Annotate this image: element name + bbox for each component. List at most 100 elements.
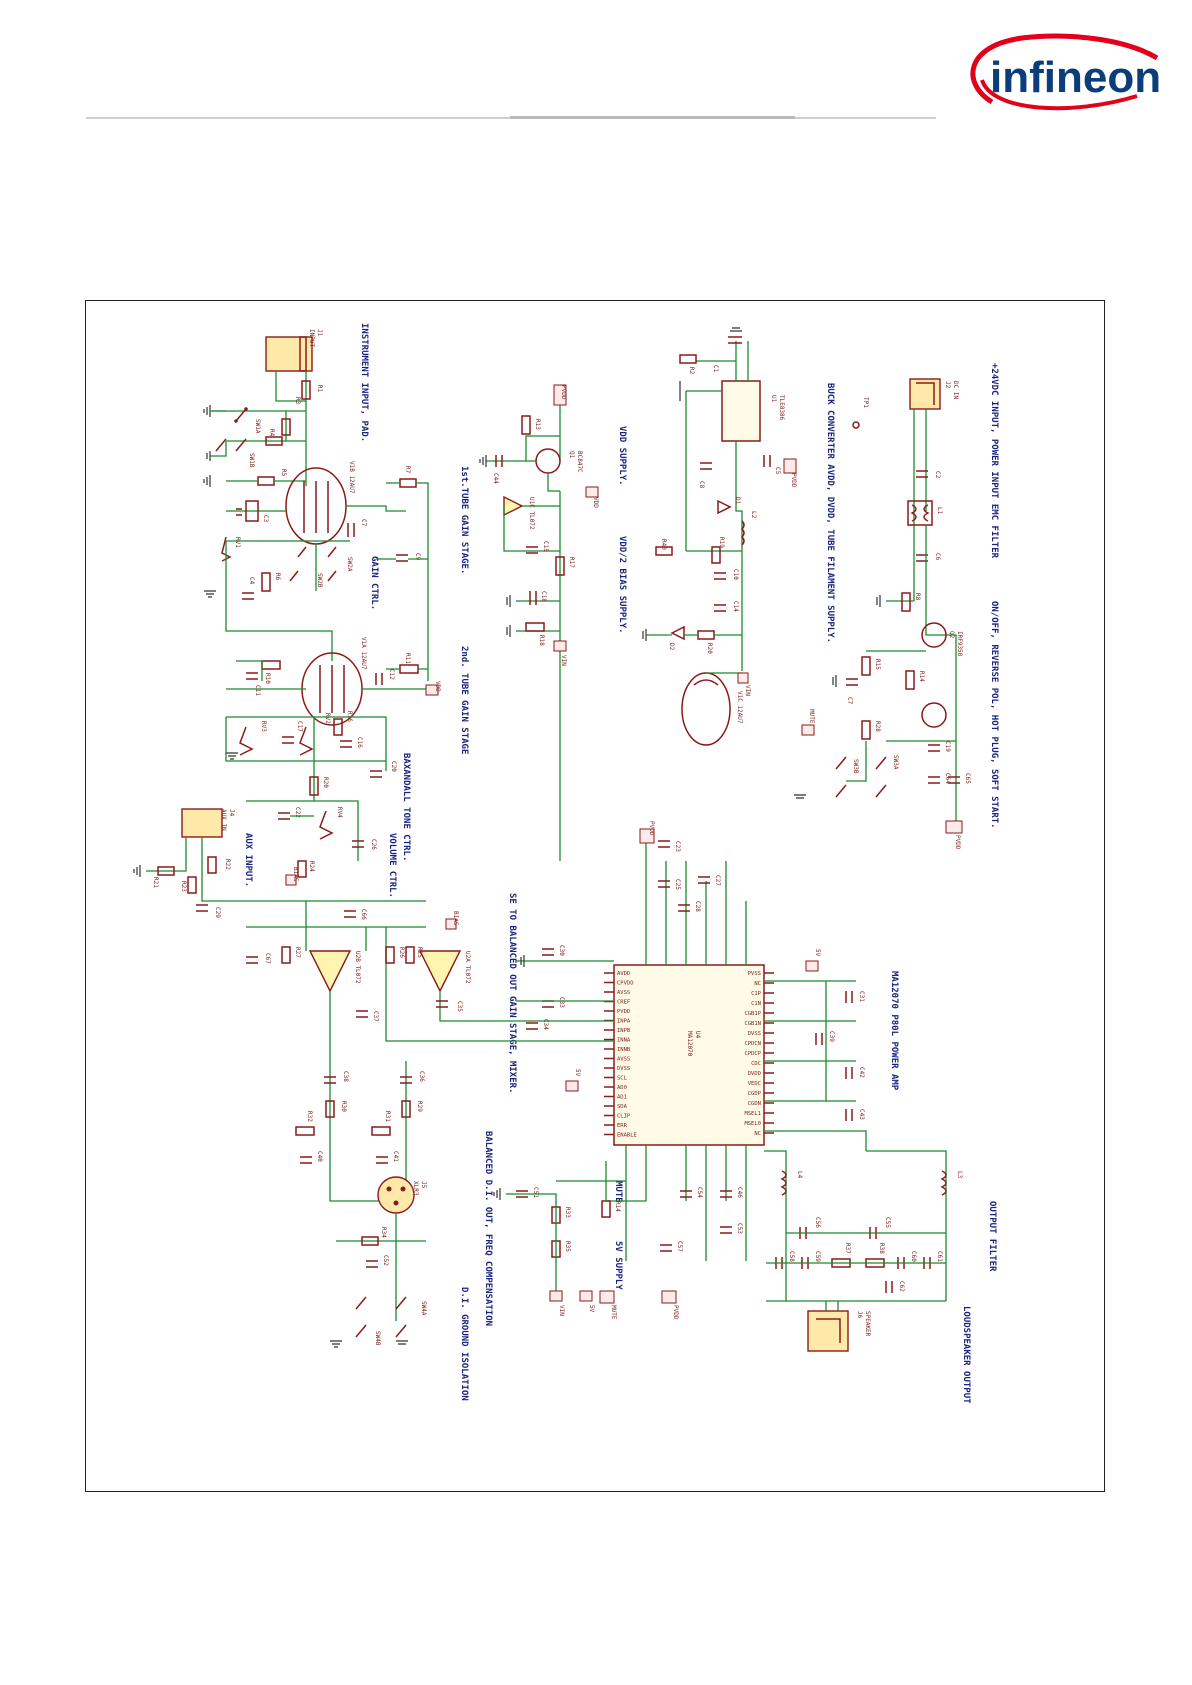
c40-label: C40 — [316, 1151, 323, 1162]
label-power-in: +24VDC INPUT, POWER INPUT EMC FILTER — [989, 363, 999, 559]
c20-label: C20 — [390, 761, 397, 772]
r14-label: R14 — [918, 671, 925, 682]
l1-label: L1 — [936, 507, 943, 515]
ic-pin-label-right: CGB1N — [744, 1021, 761, 1027]
ic-pin-label-left: AVSS — [617, 990, 630, 996]
ic-pin-label-right: CGB1P — [744, 1011, 761, 1017]
c33-label: C33 — [558, 997, 565, 1008]
r5-label: R5 — [280, 469, 287, 477]
tube-filament-v1c — [681, 672, 731, 746]
u1-label: U1 — [770, 395, 777, 403]
mosfet-q2-a — [921, 622, 947, 648]
ic-pin-label-right: C1P — [751, 991, 762, 997]
c57-label: C57 — [676, 1241, 683, 1252]
ic-pin-label-left: ENABLE — [617, 1133, 637, 1139]
c4-label: C4 — [248, 577, 255, 585]
r29-label: R29 — [416, 1101, 423, 1112]
5v-port-3: 5V — [588, 1305, 595, 1313]
c43-label: C43 — [858, 1109, 865, 1120]
c10-label: C10 — [732, 569, 739, 580]
pvdd-port-1: PVDD — [560, 385, 567, 400]
l3-label: L3 — [956, 1171, 963, 1179]
r17-label: R17 — [568, 557, 575, 568]
ic-pin-label-right: CPDCP — [744, 1051, 761, 1057]
r18-label: R18 — [538, 635, 545, 646]
c29-label: C29 — [214, 907, 221, 918]
aux-input: J4 AUX IN R21 R22 R23 C29 — [133, 808, 426, 918]
opamp-u2a — [418, 950, 462, 993]
q2-label: Q2 — [948, 631, 955, 639]
power-input-filter: J2 DC IN TP1 C2 L1 C6 R8 Q2 IRF9358 R15 … — [794, 378, 971, 850]
c2-label: C2 — [934, 471, 941, 479]
j4-label: J4 — [228, 809, 235, 817]
sw4-label: SW4A — [420, 1301, 427, 1316]
pvdd-port-5: PVDD — [672, 1305, 679, 1320]
c28-label: C28 — [694, 901, 701, 912]
r3-label: R3 — [294, 397, 301, 405]
c58-label: C58 — [788, 1251, 795, 1262]
rv1-label: RV1 — [234, 537, 241, 548]
label-se-bal: SE TO BALANCED OUT GAIN STAGE, MIXER. — [507, 893, 517, 1093]
ic-pin-label-right: CGDN — [748, 1101, 761, 1107]
j1-value: INPUT — [308, 329, 315, 347]
ic-pin-label-left: INPB — [617, 1028, 631, 1034]
c39-label: C39 — [828, 1031, 835, 1042]
r22-label: R22 — [224, 859, 231, 870]
r8-label: R8 — [914, 593, 921, 601]
r10-label: R10 — [264, 673, 271, 684]
buck-converter: U1 TLE8386 R2 C1 C8 D1 L2 R40 R19 C10 C1… — [642, 327, 797, 746]
r4-label: R4 — [268, 429, 275, 437]
c6-label: C6 — [934, 553, 941, 561]
c59-label: C59 — [814, 1251, 821, 1262]
q1-label: Q1 — [568, 451, 575, 459]
r24-label: R24 — [308, 861, 315, 872]
label-vdd-supply: VDD SUPPLY. — [617, 426, 627, 486]
second-tube-stage: V1A 12AU7 R10 C11 R11 C12 VDD — [226, 637, 441, 726]
ic-pin-label-left: DVSS — [617, 1066, 630, 1072]
c35-label: C35 — [456, 1001, 463, 1012]
vdd-supply: PVDD R13 Q1 BC847C C44 VDD U1C TL072 C15… — [479, 384, 599, 861]
u4-value: MA12070 — [686, 1031, 693, 1057]
label-balanced-di: BALANCED D.I. OUT, FREQ COMPENSATION — [483, 1131, 493, 1326]
c11-label: C11 — [254, 685, 261, 696]
c34-label: C34 — [542, 1019, 549, 1030]
sw3-label: SW3A — [892, 755, 899, 770]
v1a-label: V1B 12AU7 — [348, 461, 355, 494]
q1-value: BC847C — [576, 451, 583, 473]
c23-label: C23 — [674, 841, 681, 852]
r2-label: R2 — [688, 367, 695, 375]
balanced-gain-stage: U2B TL072 U2A TL072 C67 R27 R26 R25 C37 … — [246, 867, 556, 1061]
l2-label: L2 — [750, 511, 757, 519]
c18-label: C18 — [540, 591, 547, 602]
r30-label: R30 — [340, 1101, 347, 1112]
c8-label: C8 — [698, 481, 705, 489]
ic-pin-label-left: ERR — [617, 1123, 628, 1129]
ic-pin-label-right: C1N — [751, 1001, 761, 1007]
r19-label: R19 — [718, 537, 725, 548]
bias-port-1: BIAS — [292, 867, 299, 882]
c1-label: C1 — [712, 365, 719, 373]
r23-label: R23 — [180, 881, 187, 892]
input-section: J1 INPUT R1 R3 R4 SW1A SW1B R5 — [203, 329, 323, 487]
c46-label: C46 — [736, 1187, 743, 1198]
header-rule-accent — [510, 116, 795, 119]
ic-pin-label-right: CGDP — [748, 1091, 762, 1097]
r35-label: R35 — [564, 1241, 571, 1252]
vin-port-2: VIN — [744, 685, 751, 696]
label-mute: MUTE — [613, 1181, 623, 1203]
label-onoff: ON/OFF, REVERSE POL, HOT PLUG, SOFT STAR… — [989, 601, 999, 829]
c60-label: C60 — [910, 1251, 917, 1262]
label-5v-supply: 5V SUPPLY — [613, 1241, 623, 1290]
label-first-tube: 1st.TUBE GAIN STAGE. — [459, 466, 469, 574]
5v-port-1: 5V — [574, 1069, 581, 1077]
c64-label: C64 — [944, 773, 951, 784]
power-amp: U4 MA12070 AVDDCPVDDAVSSCREFPVDDINPAINPB… — [493, 821, 867, 1320]
j6-label: J6 — [856, 1311, 863, 1319]
rv2-label: RV2 — [324, 713, 331, 724]
sw2b-label: SW2B — [316, 573, 323, 588]
u2a-label: U2A TL072 — [464, 951, 471, 984]
r34-label: R34 — [380, 1227, 387, 1238]
c19-label: C19 — [944, 741, 951, 752]
j5-value: XLR3 — [412, 1181, 419, 1196]
ic-pin-label-left: AD1 — [617, 1095, 627, 1101]
